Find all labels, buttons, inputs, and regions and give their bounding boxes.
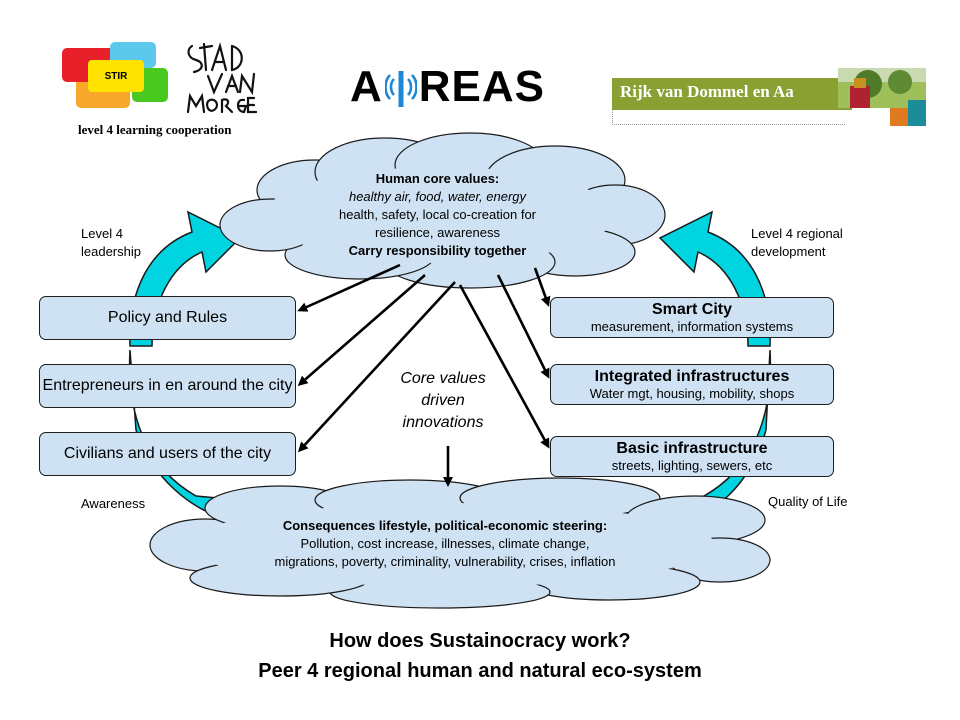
- bottom-cloud-line2: migrations, poverty, criminality, vulner…: [274, 554, 616, 569]
- arrow-to-civilians: [297, 281, 456, 453]
- center-line3: innovations: [402, 414, 484, 431]
- footer-line1: How does Sustainocracy work?: [329, 630, 631, 652]
- top-cloud-text: Human core values: healthy air, food, wa…: [305, 170, 570, 260]
- bottom-cloud-line1: Pollution, cost increase, illnesses, cli…: [300, 536, 590, 551]
- entrepreneurs-box: Entrepreneurs in en around the city: [39, 364, 296, 408]
- stad-van-morgen-logo: [186, 42, 258, 114]
- footer-title: How does Sustainocracy work? Peer 4 regi…: [0, 626, 960, 686]
- integrated-infrastructures-box: Integrated infrastructures Water mgt, ho…: [550, 364, 834, 405]
- center-line2: driven: [421, 392, 465, 409]
- level4-regional-label: Level 4 regional development: [751, 225, 843, 261]
- top-cloud-core: [265, 167, 615, 263]
- bottom-cloud-core: [185, 503, 715, 587]
- rvd-landscape-image: [838, 68, 926, 126]
- arrow-to-basic: [458, 284, 550, 449]
- arrow-to-policy: [297, 263, 401, 312]
- basic-infrastructure-sub: streets, lighting, sewers, etc: [611, 458, 773, 473]
- entrepreneurs-label: Entrepreneurs in en around the city: [42, 377, 293, 394]
- policy-rules-label: Policy and Rules: [107, 309, 228, 326]
- rvd-green-band: [612, 78, 852, 110]
- awareness-label: Awareness: [81, 496, 146, 511]
- integrated-infrastructures-sub: Water mgt, housing, mobility, shops: [589, 386, 795, 401]
- arrow-to-integrated: [496, 274, 550, 379]
- level4-regional-line1: Level 4 regional: [751, 226, 843, 241]
- level4-leadership-line1: Level 4: [81, 226, 123, 241]
- arrow-to-entrepreneurs: [297, 274, 426, 386]
- top-cloud-title: Human core values:: [375, 171, 500, 186]
- areas-letters-reas: REAS: [418, 62, 546, 111]
- footer-line2: Peer 4 regional human and natural eco-sy…: [258, 660, 702, 682]
- wireless-signal-icon: [383, 65, 418, 109]
- bottom-cloud-text: Consequences lifestyle, political-econom…: [220, 517, 670, 571]
- arrow-to-smart-city: [533, 267, 551, 307]
- civilians-label: Civilians and users of the city: [63, 445, 272, 462]
- areas-logo: A REAS: [350, 62, 545, 112]
- basic-infrastructure-title: Basic infrastructure: [616, 440, 768, 457]
- logo-caption: level 4 learning cooperation: [78, 122, 232, 137]
- smart-city-box: Smart City measurement, information syst…: [550, 297, 834, 338]
- top-cloud-line4: Carry responsibility together: [348, 243, 527, 258]
- stir-logo: STIR: [62, 42, 172, 110]
- quality-of-life-label: Quality of Life: [768, 494, 848, 509]
- level4-leadership-line2: leadership: [81, 244, 141, 259]
- core-values-innovations-text: Core values driven innovations: [373, 368, 513, 434]
- policy-rules-box: Policy and Rules: [39, 296, 296, 340]
- bottom-cloud-title: Consequences lifestyle, political-econom…: [282, 518, 608, 533]
- level4-leadership-label: Level 4 leadership: [81, 225, 141, 261]
- stir-block-yellow: STIR: [88, 60, 144, 92]
- basic-infrastructure-box: Basic infrastructure streets, lighting, …: [550, 436, 834, 477]
- smart-city-sub: measurement, information systems: [590, 319, 794, 334]
- top-cloud-line1: healthy air, food, water, energy: [348, 189, 527, 204]
- civilians-box: Civilians and users of the city: [39, 432, 296, 476]
- integrated-infrastructures-title: Integrated infrastructures: [594, 368, 790, 385]
- connector-arrows: [297, 263, 551, 487]
- top-cloud-line3: resilience, awareness: [374, 225, 500, 240]
- rijk-van-dommel-logo: Rijk van Dommel en Aa: [612, 68, 926, 126]
- top-cloud-line2: health, safety, local co-creation for: [338, 207, 537, 222]
- areas-letter-a: A: [350, 62, 383, 111]
- center-line1: Core values: [400, 370, 486, 387]
- rvd-logo-text: Rijk van Dommel en Aa: [620, 82, 794, 101]
- rvd-dotted-border: [612, 110, 845, 125]
- level4-regional-line2: development: [751, 244, 826, 259]
- smart-city-title: Smart City: [651, 301, 733, 318]
